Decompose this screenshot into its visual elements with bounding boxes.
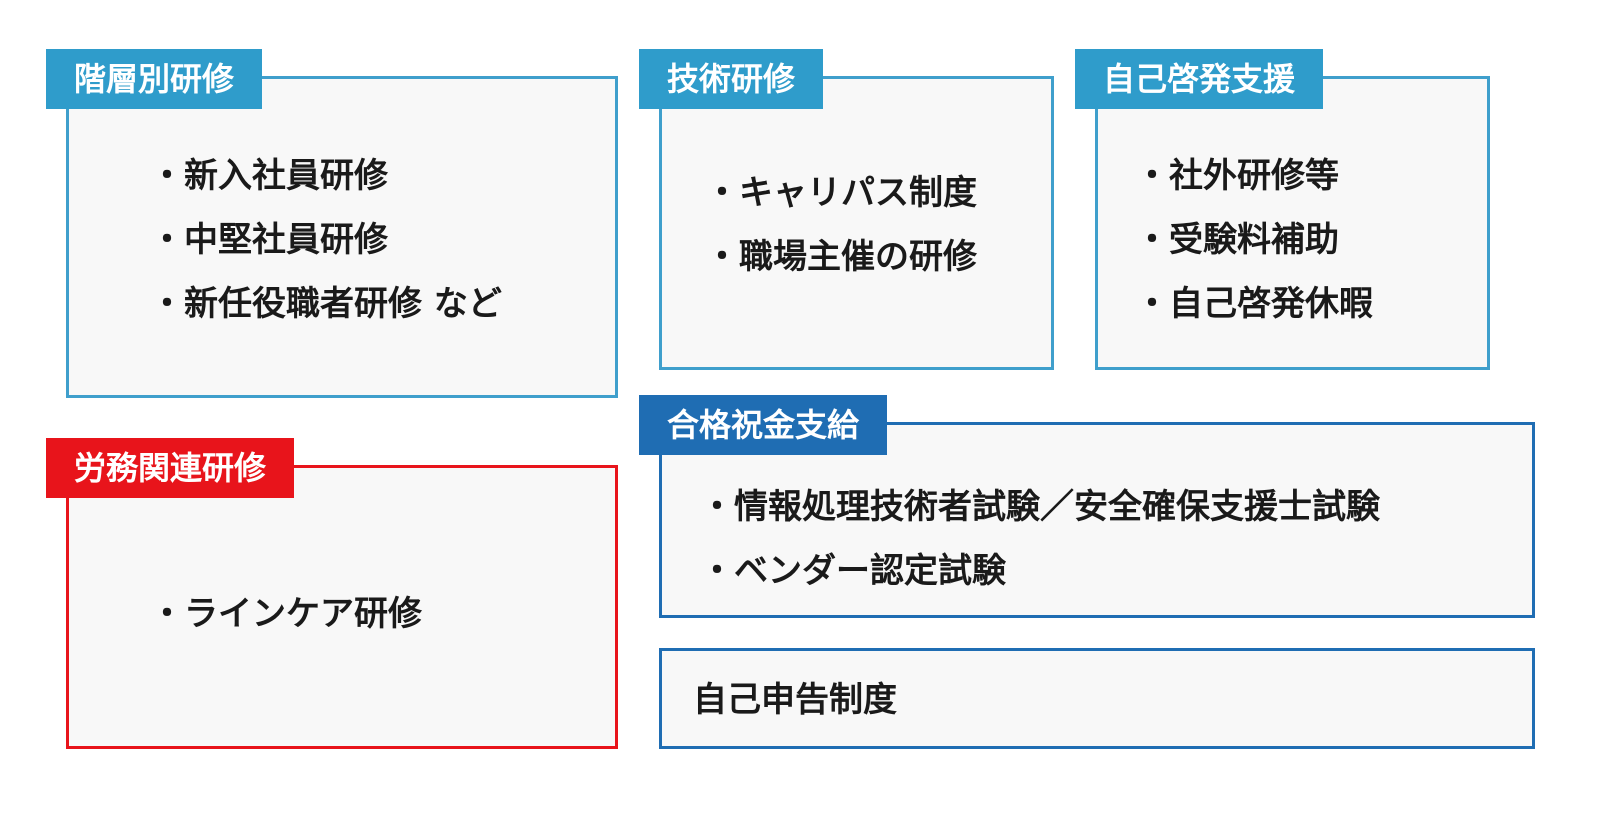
list-item: 受験料補助	[1135, 208, 1373, 272]
list-item: 社外研修等	[1135, 144, 1373, 208]
list-goukaku: 情報処理技術者試験／安全確保支援士試験 ベンダー認定試験	[700, 475, 1380, 603]
card-shinkoku	[659, 648, 1535, 749]
tag-goukaku: 合格祝金支給	[639, 395, 888, 455]
list-item: 自己啓発休暇	[1135, 272, 1373, 336]
list-item: 中堅社員研修	[150, 208, 502, 272]
tag-jiko: 自己啓発支援	[1075, 49, 1324, 109]
list-kaisou: 新入社員研修 中堅社員研修 新任役職者研修 など	[150, 144, 502, 336]
list-item: 新入社員研修	[150, 144, 502, 208]
list-gijutsu: キャリパス制度 職場主催の研修	[705, 161, 977, 289]
list-roumu: ラインケア研修	[150, 582, 422, 646]
list-jiko: 社外研修等 受験料補助 自己啓発休暇	[1135, 144, 1373, 336]
list-item: 情報処理技術者試験／安全確保支援士試験	[700, 475, 1380, 539]
list-item: ベンダー認定試験	[700, 539, 1380, 603]
list-item: キャリパス制度	[705, 161, 977, 225]
list-item: 新任役職者研修 など	[150, 272, 502, 336]
tag-roumu: 労務関連研修	[46, 438, 295, 498]
list-item: ラインケア研修	[150, 582, 422, 646]
tag-kaisou: 階層別研修	[46, 49, 263, 109]
tag-gijutsu: 技術研修	[639, 49, 824, 109]
label-shinkoku: 自己申告制度	[693, 680, 897, 720]
list-item: 職場主催の研修	[705, 225, 977, 289]
